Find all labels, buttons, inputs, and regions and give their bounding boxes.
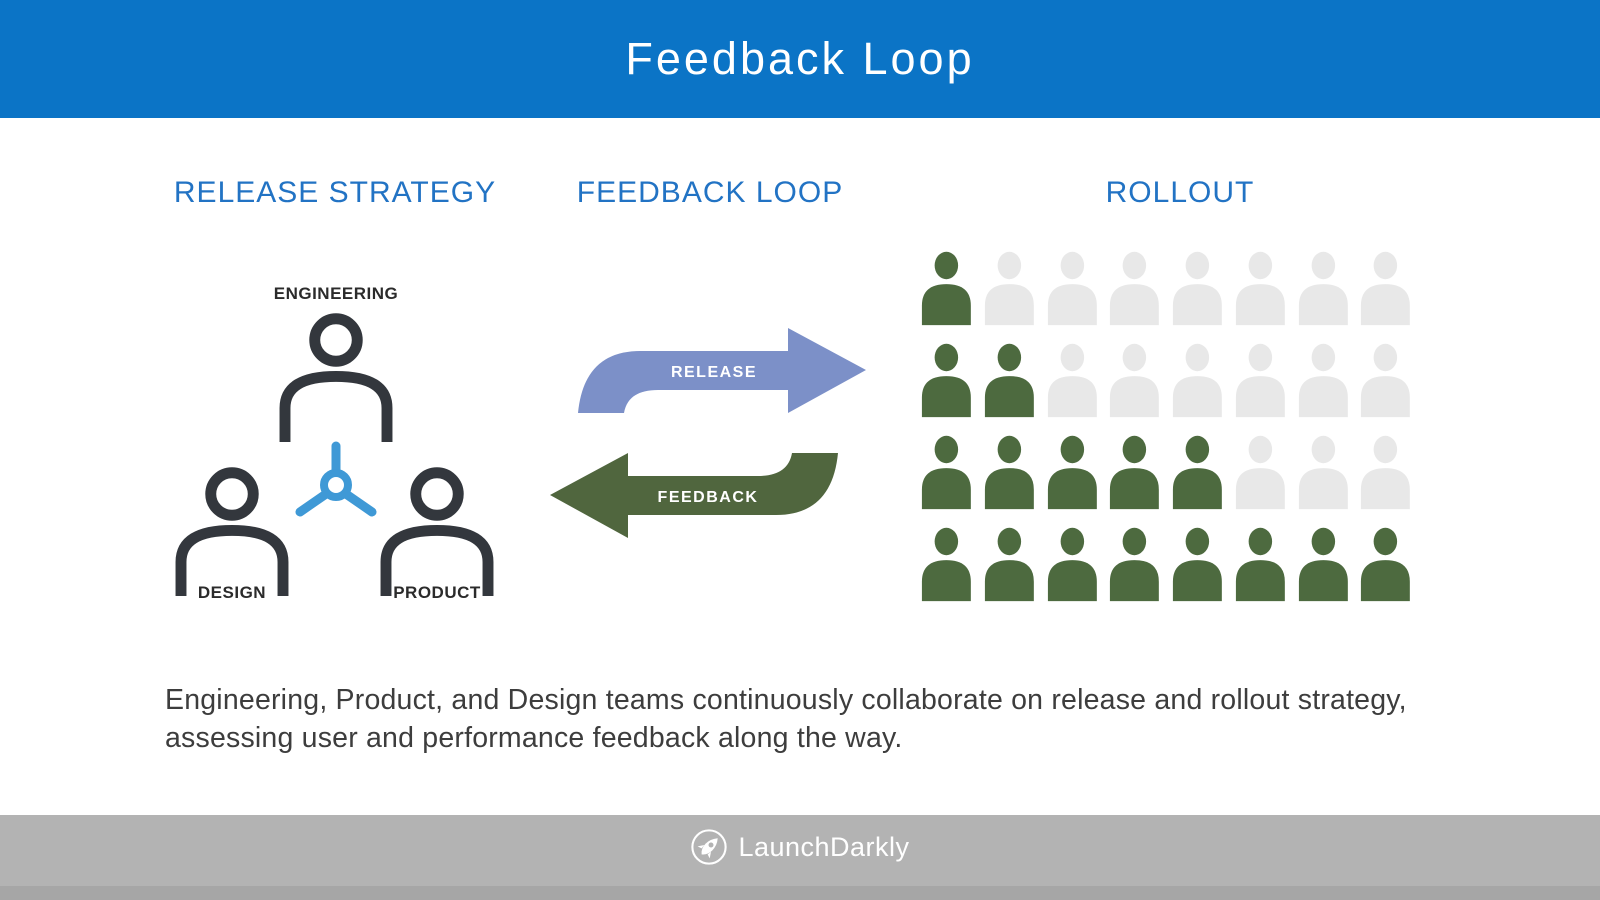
release-arrow: RELEASE [578, 328, 866, 413]
person-icon-active [1110, 527, 1160, 602]
feedback-arrow-label: FEEDBACK [658, 489, 759, 506]
heading-release-strategy: RELEASE STRATEGY [173, 176, 497, 209]
rollout-grid [918, 248, 1414, 604]
person-icon-active [921, 343, 971, 418]
person-icon-inactive [1298, 343, 1348, 418]
person-icon-active [1172, 527, 1222, 602]
heading-rollout: ROLLOUT [1105, 176, 1255, 209]
launchdarkly-logo: LaunchDarkly [690, 828, 909, 866]
person-icon-inactive [1172, 343, 1222, 418]
person-icon-active [1110, 435, 1160, 510]
person-icon-active [921, 527, 971, 602]
feedback-arrow-shape [550, 453, 838, 538]
page-title: Feedback Loop [625, 33, 975, 84]
person-icon-active [921, 435, 971, 510]
release-arrow-shape [578, 328, 866, 413]
person-icon-inactive [1110, 343, 1160, 418]
collaboration-hub-icon [295, 441, 377, 517]
person-icon-inactive [1235, 251, 1285, 326]
person-icon-active [1047, 435, 1097, 510]
person-icon-active [1235, 527, 1285, 602]
person-icon-active [984, 343, 1034, 418]
person-icon-inactive [1298, 435, 1348, 510]
header-bar: Feedback Loop [0, 0, 1600, 118]
person-icon-inactive [1110, 251, 1160, 326]
person-icon-inactive [1172, 251, 1222, 326]
footer-bar: LaunchDarkly [0, 815, 1600, 900]
product-label: PRODUCT [393, 583, 481, 602]
engineering-label: ENGINEERING [273, 284, 399, 303]
person-icon-active [984, 527, 1034, 602]
design-person-icon [175, 467, 289, 596]
brand-name: LaunchDarkly [738, 831, 910, 862]
person-icon-active [1361, 527, 1411, 602]
person-icon-active [1047, 527, 1097, 602]
person-icon-inactive [1047, 251, 1097, 326]
person-icon-inactive [1361, 251, 1411, 326]
person-icon-inactive [1361, 343, 1411, 418]
person-icon-inactive [1235, 435, 1285, 510]
product-person-icon [380, 467, 494, 596]
design-label: DESIGN [197, 583, 267, 602]
caption-text: Engineering, Product, and Design teams c… [165, 684, 1407, 754]
heading-feedback-loop: FEEDBACK LOOP [576, 176, 844, 209]
footer-bottom-strip [0, 886, 1600, 900]
person-icon-inactive [1235, 343, 1285, 418]
feedback-arrow: FEEDBACK [550, 453, 838, 538]
person-icon-inactive [1047, 343, 1097, 418]
person-icon-inactive [984, 251, 1034, 326]
person-icon-active [921, 251, 971, 326]
engineering-person-icon [279, 313, 393, 442]
person-icon-active [1298, 527, 1348, 602]
person-icon-active [984, 435, 1034, 510]
rocket-icon [691, 829, 728, 865]
person-icon-inactive [1361, 435, 1411, 510]
release-arrow-label: RELEASE [671, 364, 757, 381]
person-icon-inactive [1298, 251, 1348, 326]
person-icon-active [1172, 435, 1222, 510]
